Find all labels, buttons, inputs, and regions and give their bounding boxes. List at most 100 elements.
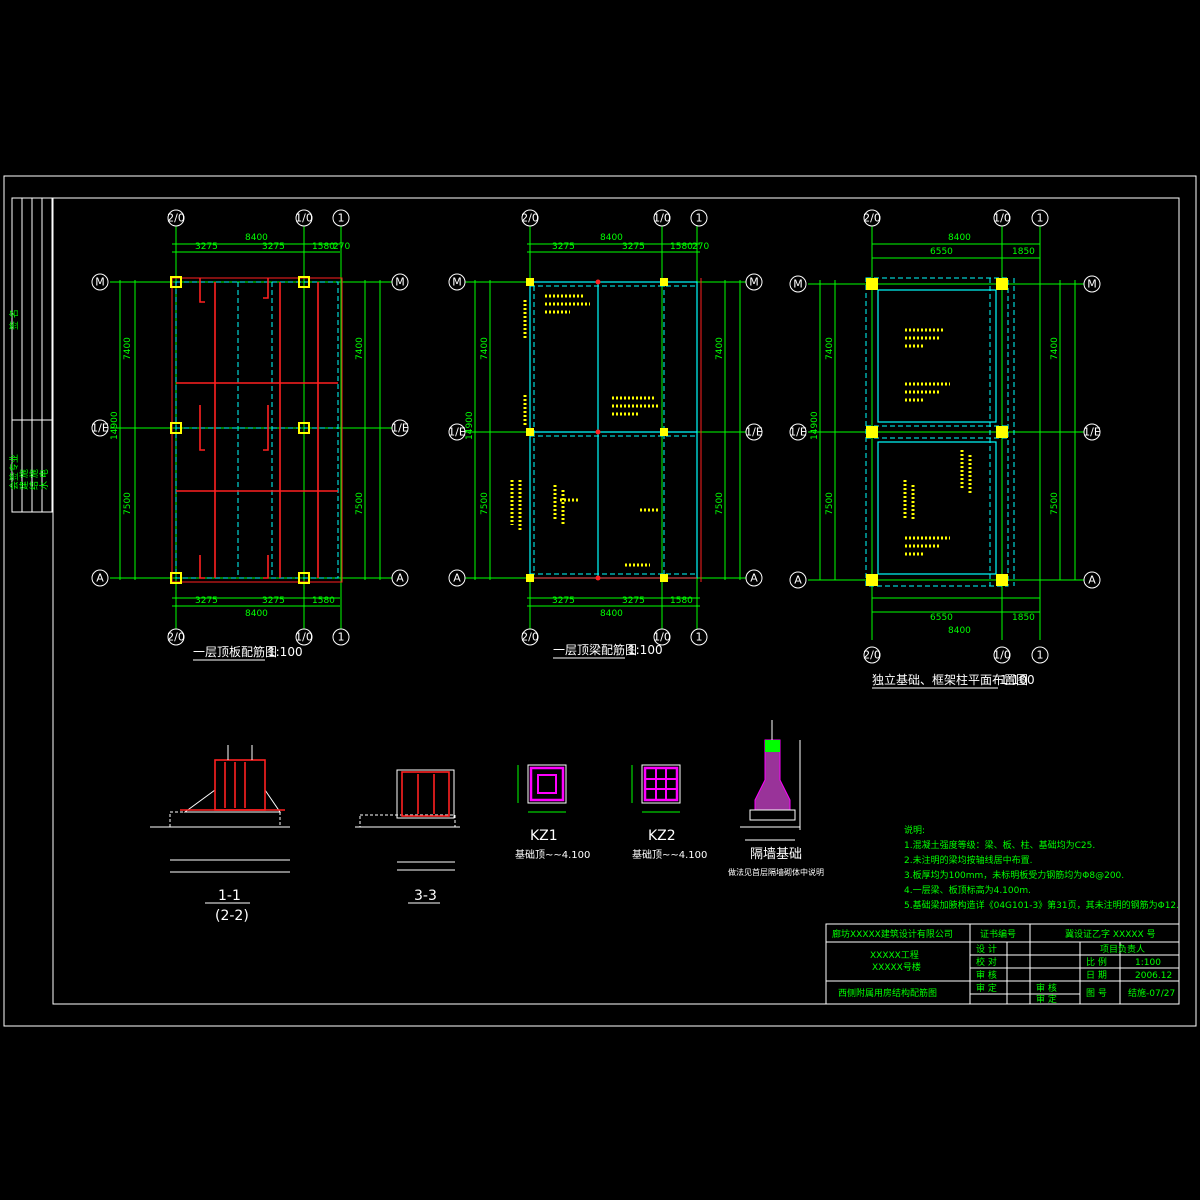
p2-dim-upper: 7400: [480, 337, 490, 360]
p2-dim-total-bot: 8400: [600, 609, 623, 619]
tb-no-label: 图 号: [1086, 988, 1107, 999]
p3-dim-left: 6550: [930, 247, 953, 257]
p3-axis-a-r: A: [1088, 574, 1096, 587]
column-kz2-detail: KZ2 基础顶~~4.100: [631, 764, 707, 861]
p2-axis-top-3: 1: [696, 212, 703, 225]
p3-axis-e-r: 1/E: [1083, 426, 1101, 439]
p1-dim-total-h: 14900: [110, 411, 120, 440]
section-3-3: 3-3: [355, 769, 460, 904]
wall-title: 隔墙基础: [750, 847, 802, 862]
p3-dim-lower-r: 7500: [1050, 492, 1060, 515]
p2-axis-e-r: 1/E: [745, 426, 763, 439]
p3-axis-bot-3: 1: [1037, 649, 1044, 662]
p1-axis-bot-3: 1: [338, 631, 345, 644]
p3-axis-top-3: 1: [1037, 212, 1044, 225]
p1-dim-upper-r: 7400: [355, 337, 365, 360]
p3-dim-upper: 7400: [825, 337, 835, 360]
p2-title: 一层顶梁配筋图: [553, 642, 637, 657]
note-5: 5.基础梁加腋构造详《04G101-3》第31页，其未注明的钢筋为Φ12.: [904, 899, 1179, 911]
p2-dim-seg3: 1580: [670, 242, 693, 252]
p3-dim-right: 1850: [1012, 247, 1035, 257]
tb-cert-value: 冀设证乙字 XXXXX 号: [1065, 928, 1156, 940]
p3-dim-total-h: 14900: [810, 411, 820, 440]
tb-role-3: 审 核: [976, 969, 997, 981]
p3-axis-m-l: M: [793, 278, 803, 291]
wall-foundation-detail: 隔墙基础 做法见首层隔墙砌体中说明: [728, 720, 824, 877]
general-notes: 说明: 1.混凝土强度等级：梁、板、柱、基础均为C25. 2.未注明的梁均按轴线…: [904, 824, 1179, 911]
notes-heading: 说明:: [904, 824, 925, 836]
sidebar-dept: 会签专业: [8, 454, 20, 490]
tb-scale-value: 1:100: [1135, 958, 1161, 968]
tb-date-label: 日 期: [1086, 970, 1107, 981]
p1-axis-a-l: A: [96, 572, 104, 585]
p1-dim-lower-r: 7500: [355, 492, 365, 515]
p2-axis-top-1: 2/0: [521, 212, 539, 225]
tb-no-value: 结施-07/27: [1128, 987, 1175, 999]
p1-title: 一层顶板配筋图: [193, 644, 277, 659]
tb-role-1: 设 计: [976, 943, 997, 955]
p1-axis-bot-1: 2/0: [167, 631, 185, 644]
sidebar-arch: 建 施: [18, 469, 30, 490]
kz2-title: KZ2: [648, 828, 676, 844]
p1-dim-total-top: 8400: [245, 233, 268, 243]
p3-axis-bot-2: 1/0: [993, 649, 1011, 662]
note-4: 4.一层梁、板顶标高为4.100m.: [904, 884, 1031, 896]
p1-dim-seg1: 3275: [195, 242, 218, 252]
p1-axis-top-2: 1/0: [295, 212, 313, 225]
p1-axis-top-1: 2/0: [167, 212, 185, 225]
sec11-title: 1-1: [218, 888, 241, 904]
tb-role-2: 校 对: [976, 956, 997, 968]
plan-slab-reinforcement: 8400 3275 3275 1580 270 3275 3275 1580 8…: [91, 209, 409, 661]
p2-dim-seg2-bot: 3275: [622, 596, 645, 606]
p1-axis-m-r: M: [395, 276, 405, 289]
plan-beam-reinforcement: 8400 3275 3275 1580 270 3275 3275 1580 8…: [448, 209, 763, 659]
p1-axis-top-3: 1: [338, 212, 345, 225]
p3-title: 独立基础、框架柱平面布置图: [872, 672, 1028, 687]
p2-dim-total-h: 14900: [465, 411, 475, 440]
column-kz1-detail: KZ1 基础顶~~4.100: [515, 764, 590, 861]
p1-dim-total-bot: 8400: [245, 609, 268, 619]
p2-axis-bot-1: 2/0: [521, 631, 539, 644]
sec33-title: 3-3: [414, 888, 437, 904]
p1-dim-seg3-bot: 1580: [312, 596, 335, 606]
p2-axis-bot-2: 1/0: [653, 631, 671, 644]
kz1-title: KZ1: [530, 828, 558, 844]
p2-axis-e-l: 1/E: [448, 426, 466, 439]
p2-dim-seg1-bot: 3275: [552, 596, 575, 606]
p1-axis-m-l: M: [95, 276, 105, 289]
p2-axis-m-r: M: [749, 276, 759, 289]
plan-foundation-layout: 8400 6550 1850 6550 1850 8400 7400 7500 …: [789, 209, 1101, 689]
tb-project: XXXXX工程: [870, 950, 919, 961]
tb-role-5: 审 核: [1036, 982, 1057, 994]
wall-note: 做法见首层隔墙砌体中说明: [728, 867, 824, 877]
sidebar-mep: 水 电: [38, 469, 50, 490]
p2-dim-total-top: 8400: [600, 233, 623, 243]
p3-dim-right-bot: 1850: [1012, 613, 1035, 623]
p2-axis-a-l: A: [453, 572, 461, 585]
p1-dim-seg2: 3275: [262, 242, 285, 252]
note-3: 3.板厚均为100mm，未标明板受力钢筋均为Φ8@200.: [904, 869, 1124, 881]
p1-scale: 1:100: [268, 645, 303, 659]
tb-building: XXXXX号楼: [872, 961, 921, 973]
p2-dim-seg3-bot: 1580: [670, 596, 693, 606]
p3-axis-top-1: 2/0: [863, 212, 881, 225]
p2-dim-lower: 7500: [480, 492, 490, 515]
p3-dim-left-bot: 6550: [930, 613, 953, 623]
p3-dim-lower: 7500: [825, 492, 835, 515]
note-2: 2.未注明的梁均按轴线居中布置.: [904, 854, 1032, 866]
kz1-note: 基础顶~~4.100: [515, 848, 590, 861]
p2-dim-upper-r: 7400: [715, 337, 725, 360]
kz2-note: 基础顶~~4.100: [632, 848, 707, 861]
p1-axis-a-r: A: [396, 572, 404, 585]
p1-dim-seg4: 270: [333, 242, 350, 252]
note-1: 1.混凝土强度等级：梁、板、柱、基础均为C25.: [904, 839, 1095, 851]
p2-axis-top-2: 1/0: [653, 212, 671, 225]
section-1-1: 1-1 (2-2): [150, 745, 290, 924]
p2-scale: 1:100: [628, 643, 663, 657]
p3-dim-total-top: 8400: [948, 233, 971, 243]
sidebar-struct: 结 施: [28, 469, 40, 490]
p1-dim-seg1-bot: 3275: [195, 596, 218, 606]
tb-scale-label: 比 例: [1086, 956, 1107, 968]
p3-axis-m-r: M: [1087, 278, 1097, 291]
tb-role-6: 审 定: [1036, 993, 1057, 1005]
